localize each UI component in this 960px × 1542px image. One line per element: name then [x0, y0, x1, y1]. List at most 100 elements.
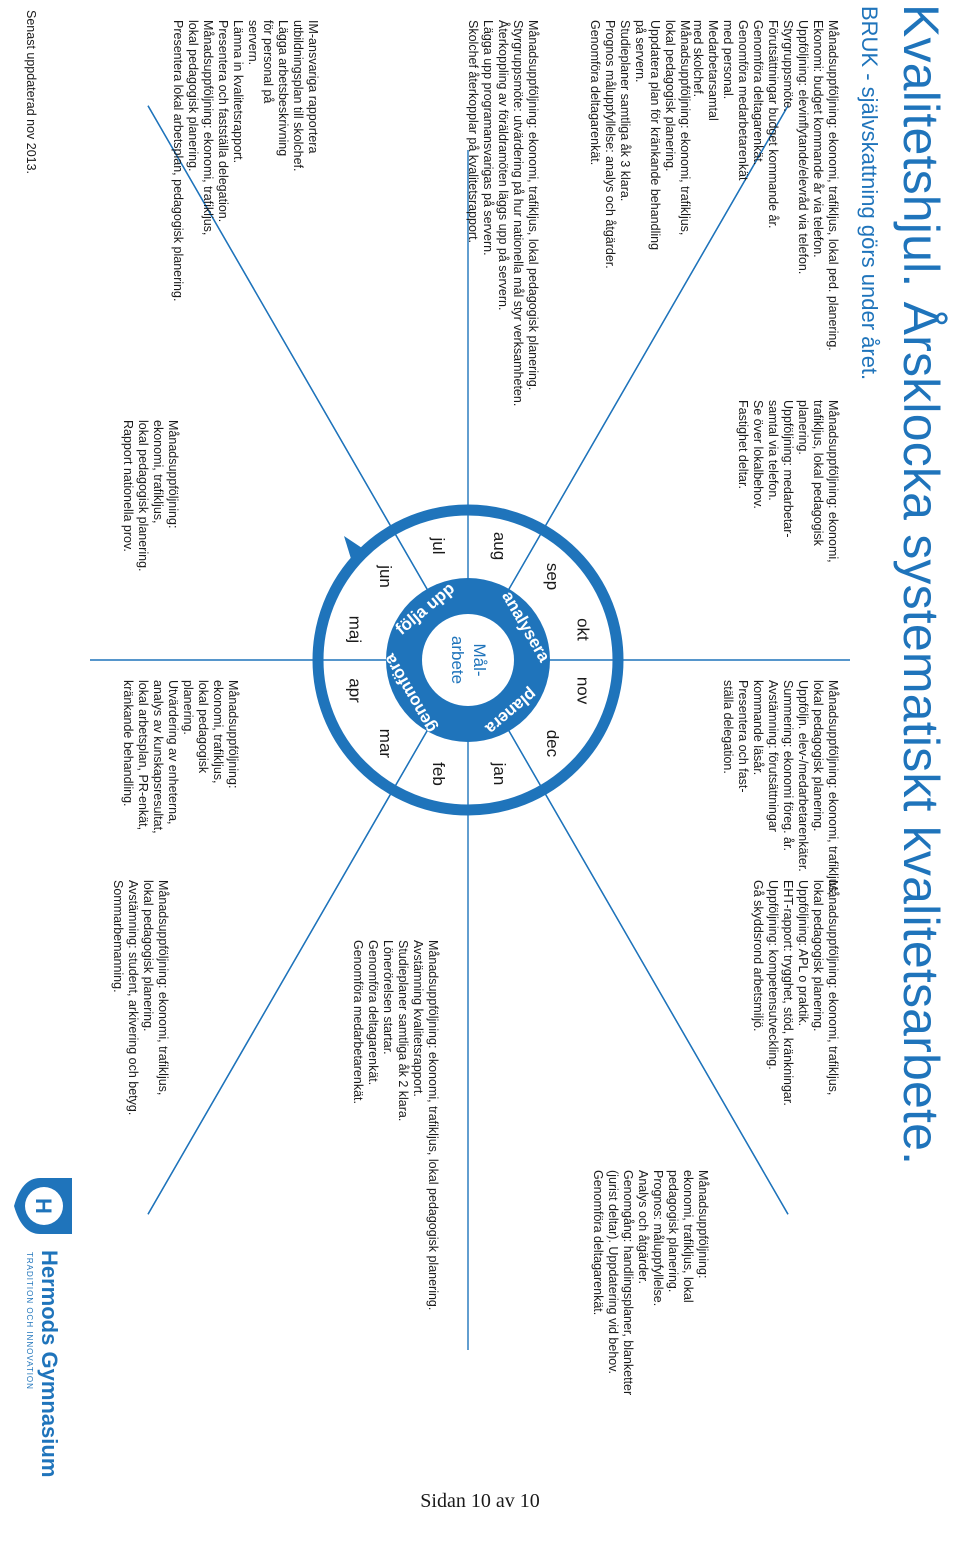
page-footer: Sidan 10 av 10 — [420, 1490, 540, 1512]
block-line: Studieplaner samtliga åk 3 klara. — [618, 20, 632, 202]
block-okt: Månadsuppföljning: ekonomi, trafikljus, … — [465, 20, 540, 406]
block-line: Prognos: måluppfyllelse. — [651, 1170, 665, 1307]
block-line: Lägga arbetsbeskrivning — [276, 20, 290, 157]
block-line: Se över lokalbehov. — [751, 400, 765, 509]
block-line: Månadsuppföljning: — [166, 420, 180, 529]
block-line: ekonomi, trafikljus, — [211, 680, 225, 784]
block-line: Skolchef återkopplar på kvalitetsrapport… — [466, 20, 480, 244]
block-line: Analys och åtgärder. — [636, 1170, 650, 1284]
block-line: (jurist deltar). Uppdatering vid behov. — [606, 1170, 620, 1375]
block-line: kränkande behandling. — [121, 680, 135, 807]
block-line: analys av kunskapsresultat, — [151, 680, 165, 834]
block-line: EHT-rapport: trygghet, stöd, kränkningar… — [781, 880, 795, 1106]
block-line: planering. — [181, 680, 195, 735]
center-label-line2: arbete — [448, 636, 467, 684]
block-line: Månadsuppföljning: ekonomi, — [826, 400, 840, 563]
block-line: Avstämning: student, arkivering och bety… — [126, 880, 140, 1116]
page-title: Kvalitetshjul. Årsklocka systematiskt kv… — [893, 4, 949, 1166]
block-line: Uppföljning: APL o praktik. — [796, 880, 810, 1027]
hermods-logo: H — [14, 1178, 72, 1234]
center-label-line1: Mål- — [470, 643, 489, 676]
block-line: Månadsuppföljning: ekonomi, trafikljus, … — [826, 20, 840, 351]
block-line: lokal pedagogisk — [196, 680, 210, 774]
block-line: Förutsättningar budget kommande år. — [766, 20, 780, 229]
month-label-sep: sep — [543, 563, 562, 590]
block-line: lokal pedagogisk planering. — [136, 420, 150, 572]
block-line: Månadsuppföljning: ekonomi, trafikljus, … — [426, 940, 440, 1311]
block-line: Återkoppling av föräldramöten läggs upp … — [496, 20, 510, 311]
outer-ring — [312, 504, 624, 816]
block-line: pedagogisk planering. — [666, 1170, 680, 1293]
block-line: Genomföra deltagarenkät. — [366, 940, 380, 1086]
center-disc — [422, 614, 514, 706]
block-mar: Månadsuppföljning: ekonomi, trafikljus,l… — [110, 880, 170, 1115]
block-line: lokal pedagogisk planering. — [141, 880, 155, 1032]
block-line: Månadsuppföljning: — [696, 1170, 710, 1279]
block-line: Månadsuppföljning: — [226, 680, 240, 789]
block-dec: Månadsuppföljning: ekonomi,trafikljus, l… — [735, 400, 840, 563]
logo-badge — [25, 1187, 63, 1225]
block-line: Månadsuppföljning: ekonomi, trafikljus, — [826, 680, 840, 896]
block-aug: Månadsuppföljning: ekonomi, trafikljus, … — [690, 20, 840, 351]
month-label-jul: jul — [429, 537, 448, 555]
block-dec2: Månadsuppföljning:ekonomi, trafikljus,lo… — [120, 420, 180, 572]
month-label-maj: maj — [346, 616, 365, 643]
block-line: ekonomi, trafikljus, — [151, 420, 165, 524]
block-line: Lägga upp programansvarigas på servern. — [481, 20, 495, 256]
block-line: Ekonomi: budget kommande år via telefon. — [811, 20, 825, 258]
block-line: Genomföra medarbetarenkät — [736, 20, 750, 181]
block-line: Lämna in kvalitetsrapport. — [231, 20, 245, 164]
block-line: Uppföljning: kompetensutveckling. — [766, 880, 780, 1070]
block-line: Medarbetarsamtal — [706, 20, 720, 121]
block-line: Presentera och fastställa delegation. — [216, 20, 230, 223]
month-label-okt: okt — [573, 618, 592, 641]
block-jan: Månadsuppföljning: ekonomi, trafikljus,l… — [720, 680, 840, 895]
block-line: med personal. — [721, 20, 735, 100]
block-line: Månadsuppföljning: ekonomi, trafikljus, — [826, 880, 840, 1096]
month-label-mar: mar — [376, 729, 395, 759]
block-line: Uppföljning: elevinflytande/elevråd via … — [796, 20, 810, 275]
month-label-aug: aug — [490, 532, 509, 560]
block-line: Genomföra deltagarenkät. — [588, 20, 602, 166]
block-line: Månadsuppföljning: ekonomi, trafikljus, — [678, 20, 692, 236]
block-line: planering. — [796, 400, 810, 455]
block-line: utbildningsplan till skolchef. — [291, 20, 305, 172]
block-line: för personal på — [261, 20, 275, 104]
block-line: Presentera lokal arbetsplan, pedagogisk … — [171, 20, 185, 302]
block-line: med skolchef. — [691, 20, 705, 98]
block-line: samtal via telefon. — [766, 400, 780, 501]
block-line: Fastighet deltar. — [736, 400, 750, 489]
block-line: Genomgång: handlingsplaner, blanketter — [621, 1170, 635, 1396]
block-line: Prognos måluppfyllelse: analys och åtgär… — [603, 20, 617, 269]
block-line: servern. — [246, 20, 260, 66]
arrow-head-icon — [344, 536, 362, 562]
block-line: Genomföra deltagarenkät. — [591, 1170, 605, 1316]
block-line: lokal pedagogisk planering. — [663, 20, 677, 172]
block-line: Genomföra medarbetarenkät. — [351, 940, 365, 1104]
block-line: ekonomi, trafikljus, lokal — [681, 1170, 695, 1303]
rotated-content: Kvalitetshjul. Årsklocka systematiskt kv… — [14, 4, 949, 1477]
block-line: lokal pedagogisk planering. — [811, 680, 825, 832]
logo-tagline: TRADITION OCH INNOVATION — [25, 1252, 34, 1390]
block-maj: Månadsuppföljning:ekonomi, trafikljus, l… — [590, 1170, 710, 1395]
block-line: Summering: ekonomi föreg. år. — [781, 680, 795, 851]
block-line: Avstämning kvalitetsrapport. — [411, 940, 425, 1097]
block-line: ställa delegation. — [721, 680, 735, 774]
block-line: Rapport nationella prov. — [121, 420, 135, 552]
block-line: Utvärdering av enheterna, — [166, 680, 180, 825]
month-label-feb: feb — [429, 762, 448, 786]
block-line: Studieplaner samtliga åk 2 klara. — [396, 940, 410, 1122]
block-line: Styrgruppsmöte. — [781, 20, 795, 112]
block-line: Månadsuppföljning: ekonomi, trafikljus, … — [526, 20, 540, 391]
block-line: Uppdatera plan för kränkande behandling — [648, 20, 662, 251]
block-line: Uppföljn. elev-/medarbetarenkäter. — [796, 680, 810, 872]
block-line: lokal pedagogisk planering. — [811, 880, 825, 1032]
block-line: Uppföljning: medarbetar- — [781, 400, 795, 538]
block-jan2: Månadsuppföljning:ekonomi, trafikljus,lo… — [120, 680, 240, 834]
month-label-dec: dec — [543, 730, 562, 758]
block-sep: Månadsuppföljning: ekonomi, trafikljus,l… — [587, 20, 692, 269]
